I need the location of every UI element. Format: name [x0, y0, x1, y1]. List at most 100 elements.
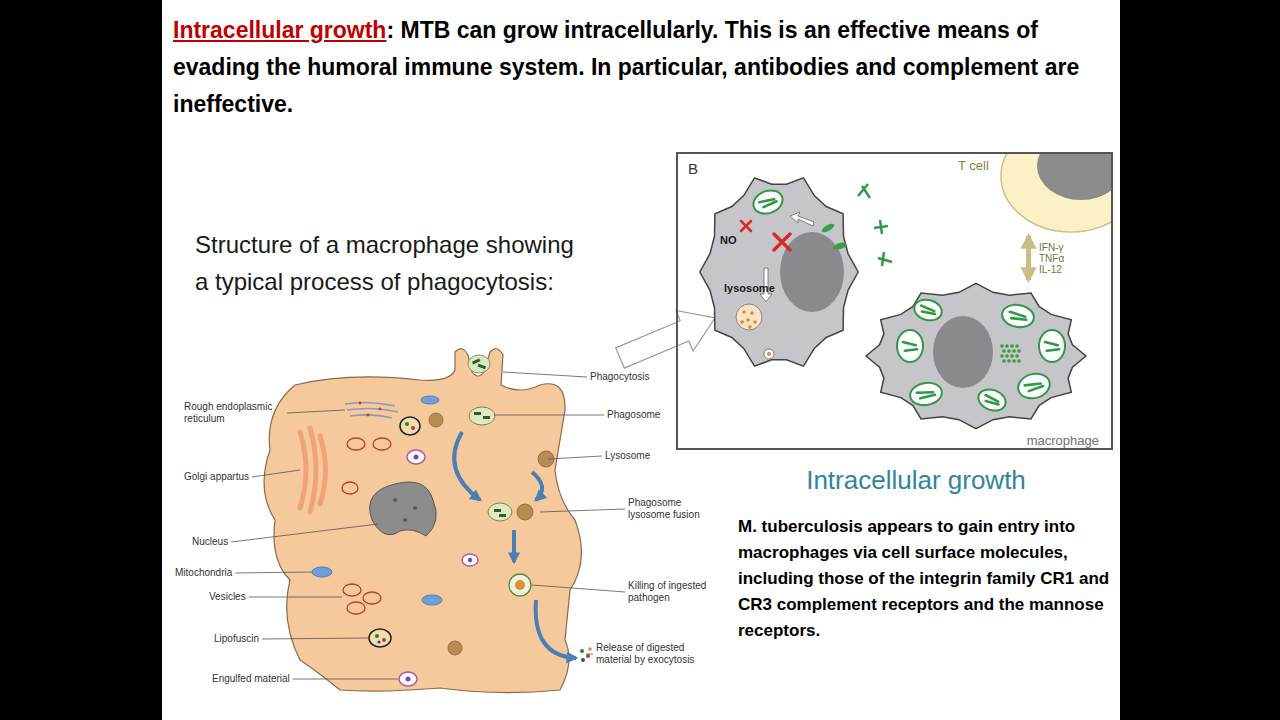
- cell-nucleus: [780, 232, 844, 312]
- bacteria-vacuole: [1000, 302, 1035, 329]
- bacteria-vacuole: [1015, 370, 1052, 401]
- cell-name: T cell: [958, 158, 989, 174]
- leader-line: [249, 597, 342, 598]
- process-arrow: [512, 530, 516, 562]
- letterbox-bar: [1120, 0, 1280, 720]
- vesicle: [347, 438, 365, 450]
- panel-letter: B: [688, 160, 698, 178]
- section-heading: Intracellular growth: [740, 464, 1092, 496]
- part-label: Release of digested material by exocytos…: [596, 642, 721, 666]
- bacterium: [1047, 349, 1059, 351]
- lysosome-dot: [429, 413, 554, 655]
- lysosome-body: [750, 311, 754, 315]
- bacteria-debris: [1012, 349, 1016, 353]
- entry-arrow: [616, 311, 715, 369]
- vesicle: [342, 482, 358, 494]
- bacteria-vacuole: [1039, 330, 1065, 362]
- nucleus-shape: [403, 518, 407, 522]
- leader-line: [235, 572, 312, 573]
- lysosome-body: [740, 320, 744, 324]
- nucleus-shape: [413, 506, 417, 510]
- bacterium: [832, 241, 847, 250]
- bacteria-debris: [1002, 349, 1006, 353]
- part-label: Lipofuscin: [214, 633, 259, 645]
- blocked-mark: [741, 221, 751, 231]
- engulfed-material: [399, 672, 417, 686]
- bacteria-debris: [1005, 354, 1009, 358]
- phagosome: [469, 407, 512, 521]
- cell-nucleus: [933, 316, 993, 388]
- rough-er: [345, 402, 398, 418]
- figure-intro: Structure of a macrophage showing a typi…: [195, 226, 587, 300]
- lysosome-body: [746, 318, 750, 322]
- process-arrow: [532, 472, 542, 500]
- antibody-mark: [878, 252, 892, 266]
- lipofuscin: [405, 422, 409, 426]
- part-label: Lysosome: [605, 450, 650, 462]
- lysosome-body: [736, 304, 762, 330]
- entry-arrow: [616, 311, 715, 369]
- part-label: Engulfed material: [212, 673, 290, 685]
- lysosome-dot: [448, 641, 462, 655]
- part-label: Phagosome lysosome fusion: [628, 497, 723, 521]
- bacteria-debris: [1017, 359, 1021, 363]
- bacteria-vacuole: [908, 380, 943, 407]
- bacterium: [917, 390, 933, 395]
- bacteria-debris: [1005, 344, 1009, 348]
- exocytosis-dots: [581, 658, 585, 662]
- golgi: [300, 432, 306, 508]
- infected-macrophage: NOlysosome: [694, 172, 856, 372]
- lipofuscin: [369, 417, 420, 647]
- process-arrow: [454, 432, 480, 500]
- part-label: Phagocytosis: [590, 371, 649, 383]
- part-label: Golgi appartus: [184, 471, 249, 483]
- rough-er: [350, 415, 392, 418]
- macrophage-drawing: [264, 349, 581, 693]
- part-label: Vesicles: [209, 591, 246, 603]
- macrophage-cell: macrophage: [868, 282, 1101, 449]
- cytokine-label: IFN-γ TNFα IL-12: [1037, 241, 1066, 276]
- bacterium: [1045, 342, 1058, 345]
- engulfed-material: [414, 455, 419, 460]
- process-arrow: [454, 432, 576, 658]
- vesicle: [373, 438, 391, 450]
- bacteria-debris: [1010, 344, 1014, 348]
- exocytosis-dots: [580, 649, 584, 653]
- leader-line: [262, 638, 368, 639]
- bacteria: [468, 355, 490, 373]
- lysosome-dot: [517, 504, 533, 520]
- lysosome-body: [753, 320, 757, 324]
- rough-er: [379, 408, 382, 411]
- cell-name: macrophage: [1027, 433, 1099, 449]
- leader-line: [503, 372, 587, 377]
- bacteria-debris: [1017, 349, 1021, 353]
- vesicle: [347, 602, 365, 614]
- engulfed-material: [462, 554, 478, 566]
- bacteria-vacuole: [975, 386, 1008, 414]
- leader-line: [287, 410, 345, 413]
- title-line: Intracellular growth: MTB can grow intra…: [173, 12, 1108, 123]
- bacteria-debris: [1015, 354, 1019, 358]
- engulfed-material: [468, 558, 472, 562]
- t-cell: T cell: [956, 154, 1111, 234]
- mitochondrion: [312, 396, 442, 605]
- antibody-mark: [858, 184, 870, 198]
- rough-er: [347, 408, 398, 412]
- lipofuscin: [377, 640, 380, 643]
- bacteria-debris: [1007, 349, 1011, 353]
- mitochondrion: [312, 567, 332, 577]
- rough-er: [359, 402, 362, 405]
- bacteria-vacuole: [975, 386, 1008, 414]
- part-label: Nucleus: [192, 536, 228, 548]
- bacteria-vacuole: [1015, 370, 1052, 401]
- bacteria-vacuole: [750, 187, 786, 218]
- leader-lines: [231, 372, 625, 679]
- path-arrow: [790, 212, 814, 226]
- bacteria-debris: [1010, 354, 1014, 358]
- part-label: Killing of ingested pathogen: [628, 580, 733, 604]
- phagosome: [469, 407, 495, 425]
- leader-line: [540, 509, 625, 512]
- leader-line: [586, 654, 593, 655]
- engulfed-material: [407, 450, 425, 464]
- golgi: [320, 436, 326, 504]
